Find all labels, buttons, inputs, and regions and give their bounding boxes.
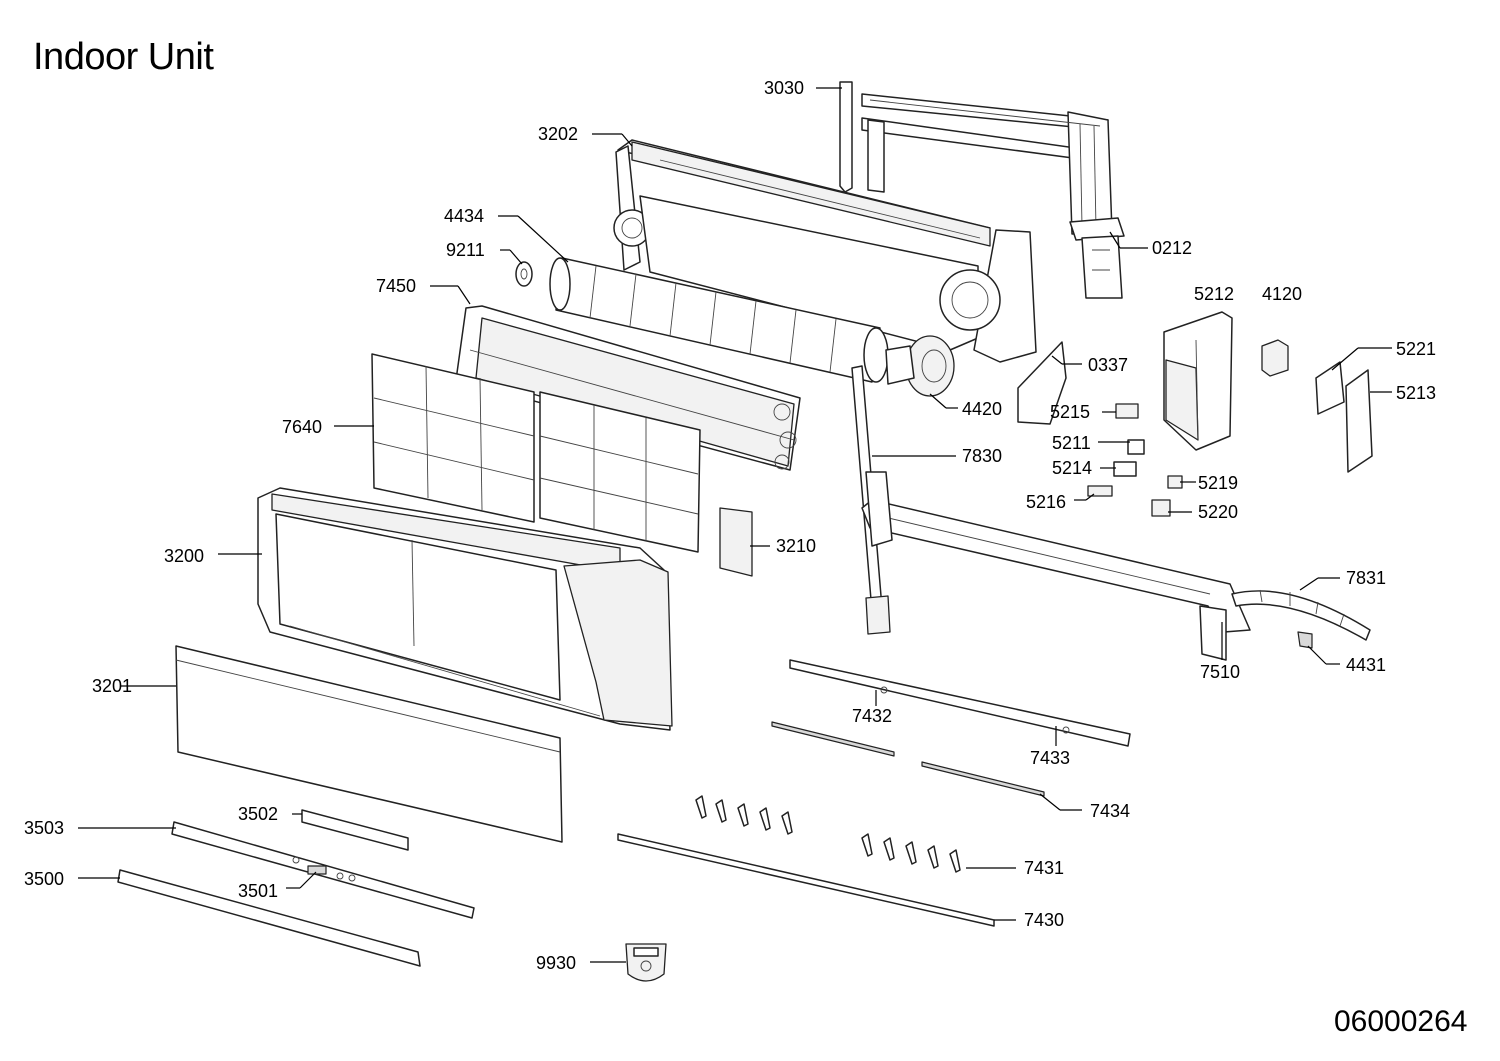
callout-5211: 5211: [1052, 433, 1091, 453]
callout-7831: 7831: [1346, 568, 1386, 588]
chassis-drawing: [613, 139, 1037, 363]
front-lid-drawing: [175, 645, 563, 843]
callout-4434: 4434: [444, 206, 484, 226]
callout-3502: 3502: [238, 804, 278, 824]
leader-lines: [78, 87, 1392, 963]
connecting-rod-drawing: [617, 833, 995, 927]
small-electrical-parts-drawing: [1087, 403, 1183, 517]
louver-assembly-drawing: [771, 659, 1131, 797]
callout-3500: 3500: [24, 869, 64, 889]
callout-7450: 7450: [376, 276, 416, 296]
part-4431-drawing: [1297, 631, 1313, 649]
callout-7431: 7431: [1024, 858, 1064, 878]
cross-flow-fan-drawing: [549, 257, 889, 383]
drain-hose-drawing: [1231, 589, 1371, 641]
callout-3030: 3030: [764, 78, 804, 98]
callout-7830: 7830: [962, 446, 1002, 466]
callout-7432: 7432: [852, 706, 892, 726]
callout-5213: 5213: [1396, 383, 1436, 403]
callout-0212: 0212: [1152, 238, 1192, 258]
callout-5216: 5216: [1026, 492, 1066, 512]
panel-0337-drawing: [1017, 341, 1067, 425]
callout-4431: 4431: [1346, 655, 1386, 675]
callout-3201: 3201: [92, 676, 132, 696]
callout-0337: 0337: [1088, 355, 1128, 375]
callout-5214: 5214: [1052, 458, 1092, 478]
air-filter-drawing: [371, 353, 701, 553]
callout-7434: 7434: [1090, 801, 1130, 821]
mounting-plate-drawing: [839, 81, 1113, 235]
callout-4420: 4420: [962, 399, 1002, 419]
callout-labels: 3030 3202 4434 9211 0212 7450 5212 4120 …: [24, 78, 1436, 973]
insulation-sheets-drawing: [1315, 361, 1373, 473]
callout-7430: 7430: [1024, 910, 1064, 930]
callout-3503: 3503: [24, 818, 64, 838]
drain-pan-drawing: [861, 471, 1251, 661]
callout-4120: 4120: [1262, 284, 1302, 304]
electrical-box-drawing: [1163, 311, 1233, 451]
callout-5212: 5212: [1194, 284, 1234, 304]
evaporator-drawing: [455, 305, 801, 471]
callout-7433: 7433: [1030, 748, 1070, 768]
callout-7640: 7640: [282, 417, 322, 437]
bracket-0212-drawing: [1069, 217, 1125, 299]
callout-3501: 3501: [238, 881, 278, 901]
document-number: 06000264: [1334, 1005, 1468, 1038]
callout-3210: 3210: [776, 536, 816, 556]
cover-3210-drawing: [719, 507, 753, 577]
front-panel-drawing: [257, 487, 673, 731]
diagram-title: Indoor Unit: [33, 36, 214, 78]
callout-3202: 3202: [538, 124, 578, 144]
callout-3200: 3200: [164, 546, 204, 566]
callout-5221: 5221: [1396, 339, 1436, 359]
vanes-drawing: [695, 795, 961, 873]
display-strips-drawing: [117, 809, 475, 967]
callout-9211: 9211: [446, 240, 485, 260]
callout-7510: 7510: [1200, 662, 1240, 682]
callout-5215: 5215: [1050, 402, 1090, 422]
callout-9930: 9930: [536, 953, 576, 973]
bearing-9211-drawing: [515, 261, 533, 287]
callout-5219: 5219: [1198, 473, 1238, 493]
remote-control-drawing: [625, 943, 667, 982]
callout-5220: 5220: [1198, 502, 1238, 522]
fan-motor-drawing: [885, 335, 955, 397]
transformer-drawing: [1261, 339, 1289, 377]
